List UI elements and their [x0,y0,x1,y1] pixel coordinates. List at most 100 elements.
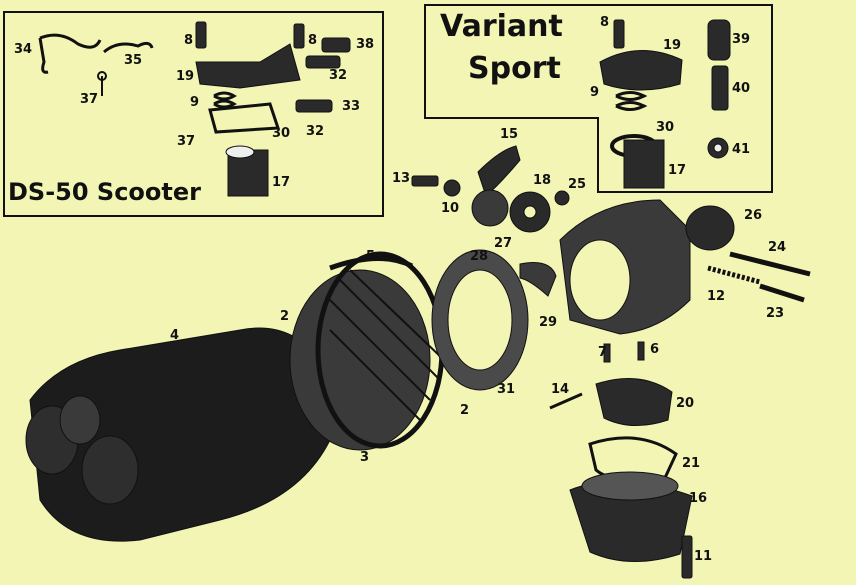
part-20-float [595,378,673,427]
callout-5: 5 [366,249,376,264]
callout-26: 26 [744,208,763,223]
callout-6: 6 [650,342,660,357]
callout-28: 28 [470,249,489,264]
callout-12: 12 [707,289,726,304]
part-29-lever [519,262,557,297]
part-40-part [711,65,729,111]
ds50-inset-parts [38,21,351,197]
callout-4: 4 [170,328,180,343]
variant-inset-title: Variant [440,9,563,44]
main-assembly [25,145,811,579]
part-4-mouth-c [59,395,101,445]
part-5-clamp [329,256,414,271]
part-34-wire-loop [38,37,49,74]
part-4-mouth-b [81,435,139,505]
callout-29: 29 [539,315,558,330]
part-15-throttle [477,145,521,197]
callout-37-a: 37 [80,92,99,107]
callout-8-a: 8 [184,33,194,48]
callout-8-b: 8 [308,33,318,48]
variant-inset-frame [424,4,773,193]
callout-13: 13 [392,171,411,186]
ds50-inset-frame [3,11,384,217]
part-12-spring [707,265,761,285]
callout-15: 15 [500,127,519,142]
callout-32-a: 32 [329,68,348,83]
part-17-slide [227,149,269,197]
part-6-screw [637,341,645,361]
callout-14: 14 [551,382,570,397]
callout-25: 25 [568,177,587,192]
callout-40: 40 [732,81,751,96]
callout-7: 7 [598,345,608,360]
part-17-slide-b [623,139,665,189]
part-38-jet [321,37,351,53]
callout-18: 18 [533,173,552,188]
variant-inset-parts [599,19,731,189]
ds50-inset-title: DS-50 Scooter [8,178,201,206]
part-16-bowl-top [581,471,679,501]
part-10-nut [443,179,461,197]
part-9-spring [213,91,237,109]
carburetor-bore [569,239,631,321]
callout-33: 33 [342,99,361,114]
part-30-gasket [208,102,281,134]
callout-3: 3 [360,450,370,465]
part-2-mesh [329,269,445,421]
part-15-wheel [471,189,509,227]
part-37-head [97,71,107,81]
part-19-cover-b [599,50,683,91]
callout-20: 20 [676,396,695,411]
callout-19-b: 19 [663,38,682,53]
callout-19-a: 19 [176,69,195,84]
part-33-jet [295,99,333,113]
callout-2-b: 2 [460,403,470,418]
part-32-jet [305,55,341,69]
callout-27: 27 [494,236,513,251]
part-7-screw [603,343,611,363]
part-26-cap [685,205,735,251]
callout-21: 21 [682,456,701,471]
part-18-disc-center [523,205,537,219]
callout-31: 31 [497,382,516,397]
part-35-wire [103,41,154,54]
callout-17-b: 17 [668,163,687,178]
callout-11: 11 [694,549,713,564]
callout-38: 38 [356,37,375,52]
callout-9-b: 9 [590,85,600,100]
callout-35: 35 [124,53,143,68]
part-8-screw-b [293,23,305,49]
callout-2-a: 2 [280,309,290,324]
part-11-screw [681,535,693,579]
callout-16: 16 [689,491,708,506]
part-41-nut-hole [713,143,723,153]
part-14-pin [549,392,583,410]
sport-inset-title: Sport [468,51,561,86]
callout-24: 24 [768,240,787,255]
callout-10: 10 [441,201,460,216]
callout-32-b: 32 [306,124,325,139]
callout-17-a: 17 [272,175,291,190]
part-8-screw-c [613,19,625,49]
callout-9-a: 9 [190,95,200,110]
callout-30-b: 30 [656,120,675,135]
part-23-screw [759,283,805,303]
callout-30-a: 30 [272,126,291,141]
part-9-spring-b [615,91,648,111]
part-39-part [707,19,731,61]
callout-41: 41 [732,142,751,157]
part-34-wire [39,33,102,49]
callout-8-c: 8 [600,15,610,30]
part-24-screw [729,251,811,277]
part-13-screw [411,175,439,187]
part-31-filter-inner [447,269,513,371]
callout-23: 23 [766,306,785,321]
part-17-slide-top [225,145,255,159]
callout-39: 39 [732,32,751,47]
callout-34: 34 [14,42,33,57]
part-19-cover [195,43,301,89]
part-25-nut [554,190,570,206]
callout-37-b: 37 [177,134,196,149]
